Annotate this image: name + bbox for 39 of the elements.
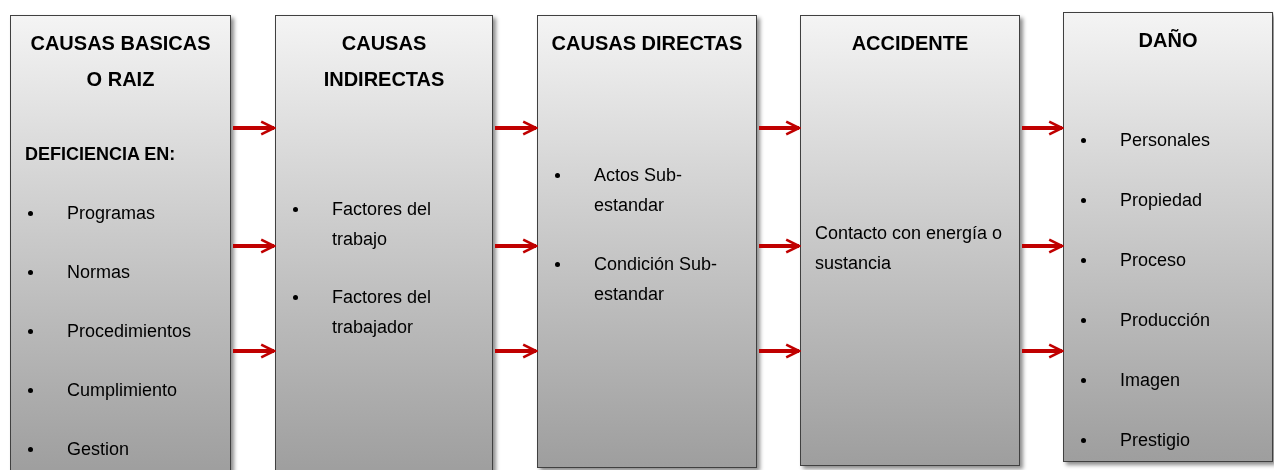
list-item: Actos Sub-estandar	[594, 165, 683, 215]
list-item: Prestigio	[1120, 430, 1191, 450]
arrow	[233, 120, 276, 136]
arrow	[495, 238, 538, 254]
list-item: Propiedad	[1120, 190, 1203, 210]
arrow	[759, 238, 801, 254]
box-heading: DAÑO	[1137, 28, 1199, 53]
process-box	[10, 15, 231, 470]
process-box	[800, 15, 1020, 466]
box-heading: CAUSAS INDIRECTAS	[322, 31, 446, 92]
list-item: Condición Sub-estandar	[594, 254, 718, 304]
list-item: Cumplimiento	[67, 380, 178, 400]
arrow	[1022, 238, 1064, 254]
arrow	[495, 120, 538, 136]
body-text: Contacto con energía o sustancia	[815, 223, 1003, 273]
list-item: Factores del trabajo	[332, 199, 432, 249]
list-item: Gestion	[67, 439, 130, 459]
arrow	[233, 238, 276, 254]
list-item: Personales	[1120, 130, 1211, 150]
list-item: Normas	[67, 262, 130, 282]
box-heading: CAUSAS BASICAS O RAIZ	[29, 31, 212, 92]
list-item: Procedimientos	[67, 321, 192, 341]
box-heading: CAUSAS DIRECTAS	[550, 31, 744, 56]
process-box	[1063, 12, 1273, 462]
process-box	[537, 15, 757, 468]
process-box	[275, 15, 493, 470]
list-item: Imagen	[1120, 370, 1181, 390]
box-heading: ACCIDENTE	[850, 31, 970, 56]
arrow	[495, 343, 538, 359]
list-item: Producción	[1120, 310, 1211, 330]
arrow	[759, 343, 801, 359]
list-item: Proceso	[1120, 250, 1187, 270]
list-item: Programas	[67, 203, 156, 223]
arrow	[1022, 343, 1064, 359]
body-text: DEFICIENCIA EN:	[25, 144, 176, 164]
list-item: Factores del trabajador	[332, 287, 432, 337]
arrow	[1022, 120, 1064, 136]
arrow	[233, 343, 276, 359]
arrow	[759, 120, 801, 136]
